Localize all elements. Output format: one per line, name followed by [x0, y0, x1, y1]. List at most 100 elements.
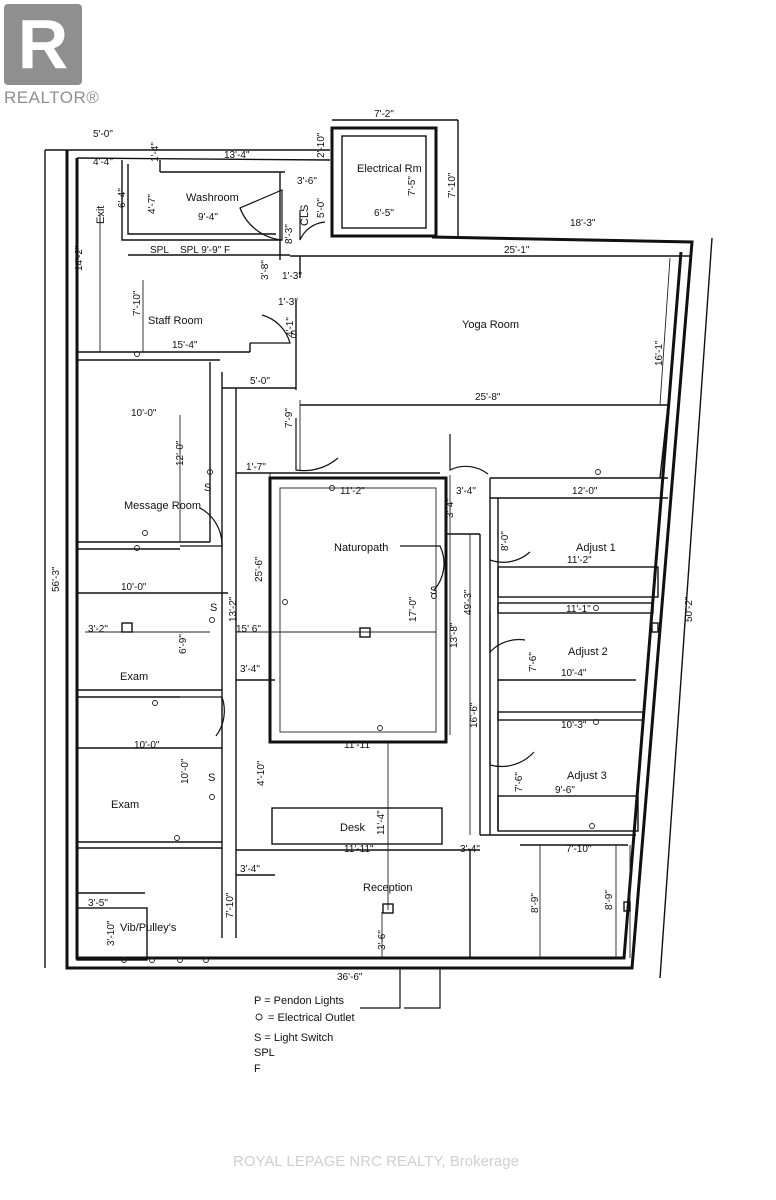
brokerage-watermark: ROYAL LEPAGE NRC REALTY, Brokerage [233, 1153, 519, 1170]
washroom-label: Washroom [186, 192, 239, 204]
dimension-label: 7'-10" [447, 172, 458, 198]
dimension-label: 10'-0" [131, 408, 157, 419]
dimension-label: 3'-4" [456, 486, 476, 497]
dimension-label: 7'-9" [284, 408, 295, 428]
dimension-label: 12'-0" [572, 486, 598, 497]
dimension-label: 50'-2" [684, 596, 695, 622]
dimension-label: 1'-3" [278, 297, 298, 308]
dimension-label: 10'-3" [561, 720, 587, 731]
dimension-label: 13'-8" [449, 622, 460, 648]
dimension-label: 10'-0" [134, 740, 160, 751]
dimension-label: 11'-2" [340, 486, 365, 497]
dimension-label: 14'-2" [74, 245, 85, 271]
switch-label: S [210, 602, 217, 614]
electrical-room-walls [330, 119, 459, 238]
dimension-label: 7'-6" [528, 652, 539, 672]
adjust-1-label: Adjust 1 [576, 542, 616, 554]
dimension-label: 3'-2" [88, 624, 108, 635]
exit-label: Exit [95, 206, 107, 224]
dimension-label: 15'-4" [172, 340, 198, 351]
dimension-label: 6'-5" [374, 208, 394, 219]
legend-light-switch: S = Light Switch [254, 1032, 333, 1044]
legend: P = Pendon Lights = Electrical Outlet S … [254, 995, 355, 1075]
legend-electrical-outlet: = Electrical Outlet [268, 1012, 355, 1024]
dimension-label: 36'-6" [337, 972, 363, 983]
room-labels: Washroom Electrical Rm CLS Exit Staff Ro… [95, 163, 616, 934]
dimension-label: 11'-1" [566, 604, 591, 615]
dimension-label: 7'-6" [514, 772, 525, 792]
switch-label: S [290, 329, 297, 341]
electrical-outlets [121, 351, 601, 963]
dimension-label: 25'-8" [475, 392, 501, 403]
dimension-label: 5'-0" [93, 129, 113, 140]
dimension-label: 3'-5" [88, 898, 108, 909]
dimension-label: 3'-4" [240, 864, 260, 875]
adjust-3-label: Adjust 3 [567, 770, 607, 782]
switch-label: S [204, 482, 211, 494]
dimension-label: 8'-0" [500, 531, 511, 551]
dimension-label: 3'-10" [106, 920, 117, 946]
dimension-label: 3'-8" [260, 260, 271, 280]
dimension-label: 11'-11" [344, 844, 374, 855]
dimension-label: 11'-2" [567, 555, 592, 566]
adjust-2-label: Adjust 2 [568, 646, 608, 658]
pendon-lights [121, 622, 659, 914]
dimension-label: 4'-7" [147, 194, 158, 214]
dimension-label: 3'-6" [297, 176, 317, 187]
dimension-label: 49'-3" [463, 589, 474, 615]
yoga-room-label: Yoga Room [462, 319, 519, 331]
dimension-label: 25'-1" [504, 245, 530, 256]
dimension-label: 4'-1" [285, 317, 296, 337]
dimension-label: SPL 9'-9" F [180, 245, 230, 256]
dimension-label: 7'-10" [566, 844, 592, 855]
dimension-label: 1'-3" [282, 271, 302, 282]
dimension-label: 5'-0" [316, 198, 327, 218]
dimension-label: 3'-4" [240, 664, 260, 675]
dimension-label: 10'-0" [121, 582, 147, 593]
message-room-label: Message Room [124, 500, 201, 512]
dimension-label: 8'-9" [530, 893, 541, 913]
dimension-label: 4'-10" [256, 760, 267, 786]
legend-outlet-icon [255, 1013, 263, 1021]
washroom-door [239, 189, 283, 241]
dimension-label: 7'-2" [374, 109, 394, 120]
outer-walls [44, 149, 713, 979]
dimension-label: 15' 6" [236, 624, 261, 635]
fixtures [121, 351, 659, 963]
dimension-label: 12'-0" [175, 440, 186, 466]
legend-pendon-lights: P = Pendon Lights [254, 995, 345, 1007]
dimension-label: 16'-6" [469, 702, 480, 728]
cls-label: CLS [299, 205, 311, 226]
dimension-label: 18'-3" [570, 218, 596, 229]
desk-label: Desk [340, 822, 366, 834]
dimension-label: 25'-6" [254, 556, 265, 582]
switch-label: S [430, 585, 437, 597]
dimension-label: 16'-1" [654, 340, 665, 366]
dimension-label: 7'-10" [225, 892, 236, 918]
legend-f: F [254, 1063, 261, 1075]
dimension-label: 6'-4" [117, 188, 128, 208]
dimension-label: 11'-11" [344, 740, 374, 751]
dimension-label: 3'-4" [445, 498, 456, 518]
dimension-label: 8'-9" [604, 890, 615, 910]
light-switch-labels: S S S S S [204, 329, 437, 784]
dimension-label: SPL [150, 245, 169, 256]
dimension-labels: 5'-0" 4'-4" 1'-4" 13'-4" 2'-10" 7'-2" 7'… [51, 109, 695, 983]
dimension-label: 3'-6" [377, 930, 388, 950]
dimension-label: 56'-3" [51, 566, 62, 592]
dimension-label: 2'-10" [316, 132, 327, 158]
naturopath-label: Naturopath [334, 542, 388, 554]
dimension-label: 1'-4" [150, 142, 161, 162]
dimension-label: 4'-4" [93, 157, 113, 168]
door-swings [180, 189, 535, 1009]
dimension-label: 9'-6" [555, 785, 575, 796]
dimension-label: 9'-4" [198, 212, 218, 223]
realtor-logo-letter: R [18, 5, 69, 83]
dimension-label: 8'-3" [284, 224, 295, 244]
dimension-label: 5'-0" [250, 376, 270, 387]
switch-label: S [208, 772, 215, 784]
dimension-label: 7'-10" [132, 290, 143, 316]
dimension-label: 3'-4" [460, 844, 480, 855]
exam-1-label: Exam [120, 671, 148, 683]
